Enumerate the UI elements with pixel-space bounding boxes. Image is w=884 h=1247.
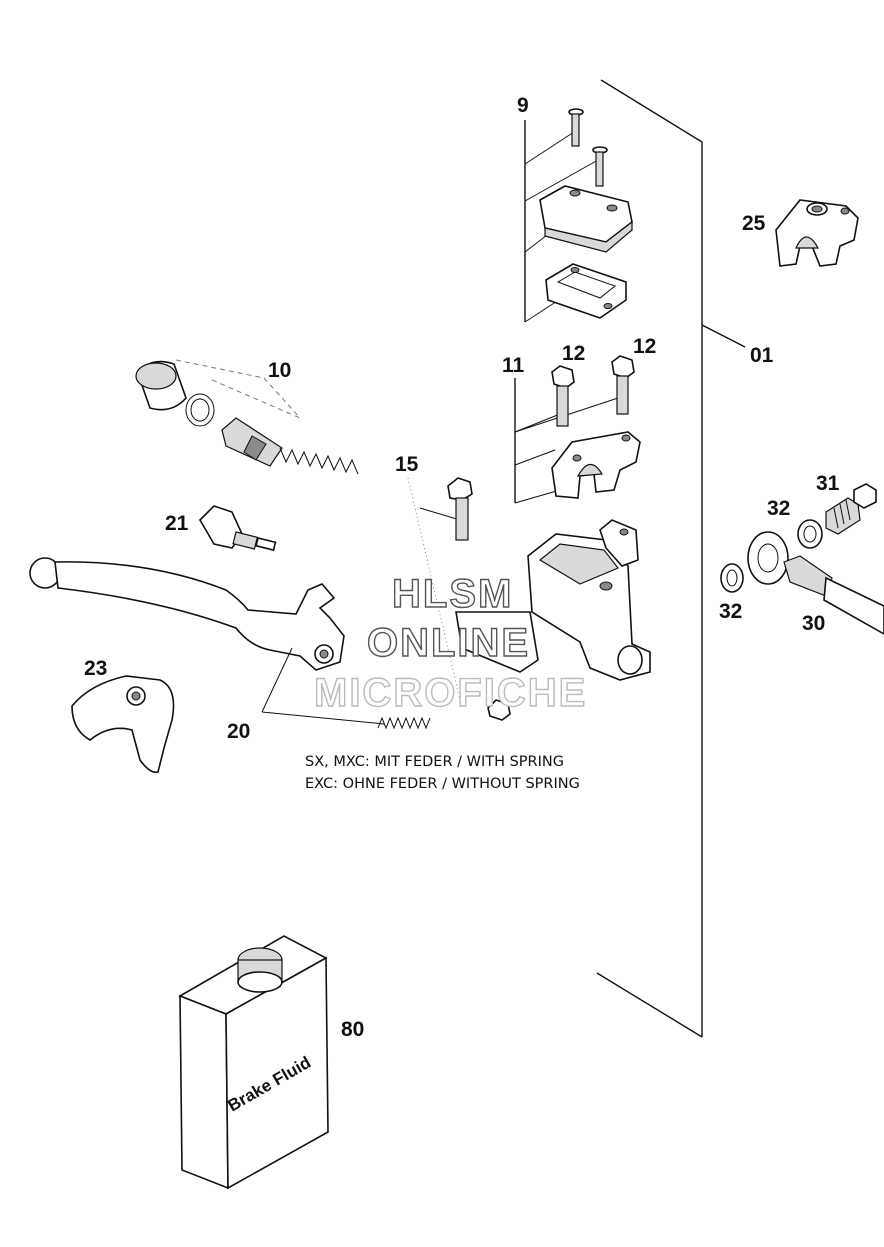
callout-12-right: 12 — [633, 335, 656, 358]
watermark-line-3: MICROFICHE — [314, 671, 587, 715]
note-with-spring: SX, MXC: MIT FEDER / WITH SPRING — [305, 754, 564, 770]
cover-screw-2 — [592, 146, 608, 187]
washer-32-lower — [720, 563, 744, 593]
piston-kit-10 — [135, 359, 359, 475]
callout-80: 80 — [341, 1018, 364, 1041]
callout-32-lower: 32 — [719, 600, 742, 623]
callout-10: 10 — [268, 359, 291, 382]
banjo-fitting-30 — [747, 531, 789, 585]
brake-lever-20 — [29, 557, 431, 730]
cover-screw-1 — [568, 108, 584, 147]
clamp-bolts-group-11-12 — [514, 355, 641, 504]
callout-30: 30 — [802, 612, 825, 635]
master-cylinder-body — [455, 519, 651, 681]
callout-12-left: 12 — [562, 342, 585, 365]
master-cylinder-clamp — [551, 431, 641, 499]
brake-fluid-can-80: Brake Fluid — [178, 935, 329, 1190]
callout-11: 11 — [502, 354, 525, 377]
watermark-line-2: ONLINE — [367, 621, 530, 665]
bolt-12-left — [551, 365, 575, 427]
assembly-panel-01 — [596, 79, 746, 1038]
callout-31: 31 — [816, 472, 840, 495]
handlebar-clamp-25 — [775, 199, 859, 267]
pivot-bolt-15 — [407, 477, 511, 721]
lever-boot-23 — [71, 675, 175, 774]
brake-hose-group — [720, 483, 884, 635]
callout-23: 23 — [84, 657, 107, 680]
callout-21: 21 — [165, 512, 189, 535]
banjo-bolt-31 — [825, 497, 861, 535]
note-without-spring: EXC: OHNE FEDER / WITHOUT SPRING — [305, 776, 580, 792]
lever-adjuster-21 — [198, 505, 277, 552]
callout-25: 25 — [742, 212, 766, 235]
reservoir-cover-group-9 — [524, 108, 633, 323]
callout-9: 9 — [517, 94, 529, 117]
bolt-12-right — [611, 355, 635, 415]
washer-32-upper — [797, 519, 823, 549]
watermark: HLSM ONLINE MICROFICHE — [313, 571, 587, 715]
pivot-nut — [487, 699, 511, 721]
callout-32-upper: 32 — [767, 497, 790, 520]
watermark-line-1: HLSM — [392, 572, 513, 616]
callout-01: 01 — [750, 344, 774, 367]
callout-15: 15 — [395, 453, 419, 476]
lever-spring — [377, 716, 431, 730]
callout-20: 20 — [227, 720, 250, 743]
reservoir-gasket — [545, 263, 627, 319]
